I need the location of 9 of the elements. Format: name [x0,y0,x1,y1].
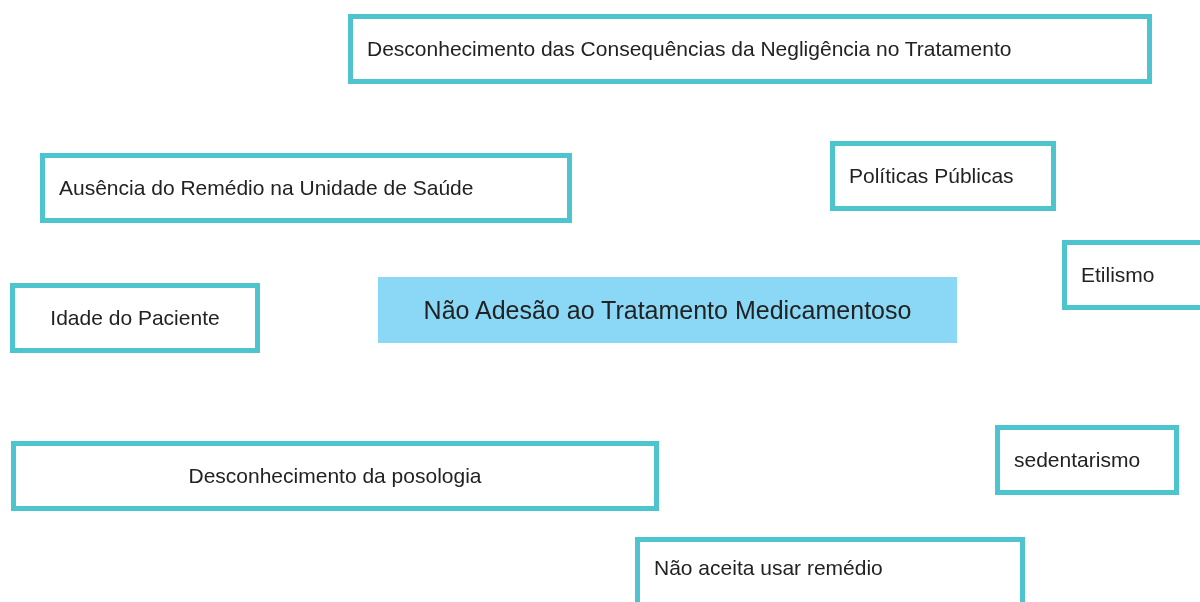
central-topic-box: Não Adesão ao Tratamento Medicamentoso [378,277,957,343]
topic-box: sedentarismo [995,425,1179,495]
topic-box: Idade do Paciente [10,283,260,353]
topic-box: Políticas Públicas [830,141,1056,211]
topic-box: Ausência do Remédio na Unidade de Saúde [40,153,572,223]
topic-box: Desconhecimento da posologia [11,441,659,511]
topic-box: Desconhecimento das Consequências da Negligência no Tratamento [348,14,1152,84]
topic-box: Etilismo [1062,240,1200,310]
topic-box: Não aceita usar remédio [635,537,1025,602]
